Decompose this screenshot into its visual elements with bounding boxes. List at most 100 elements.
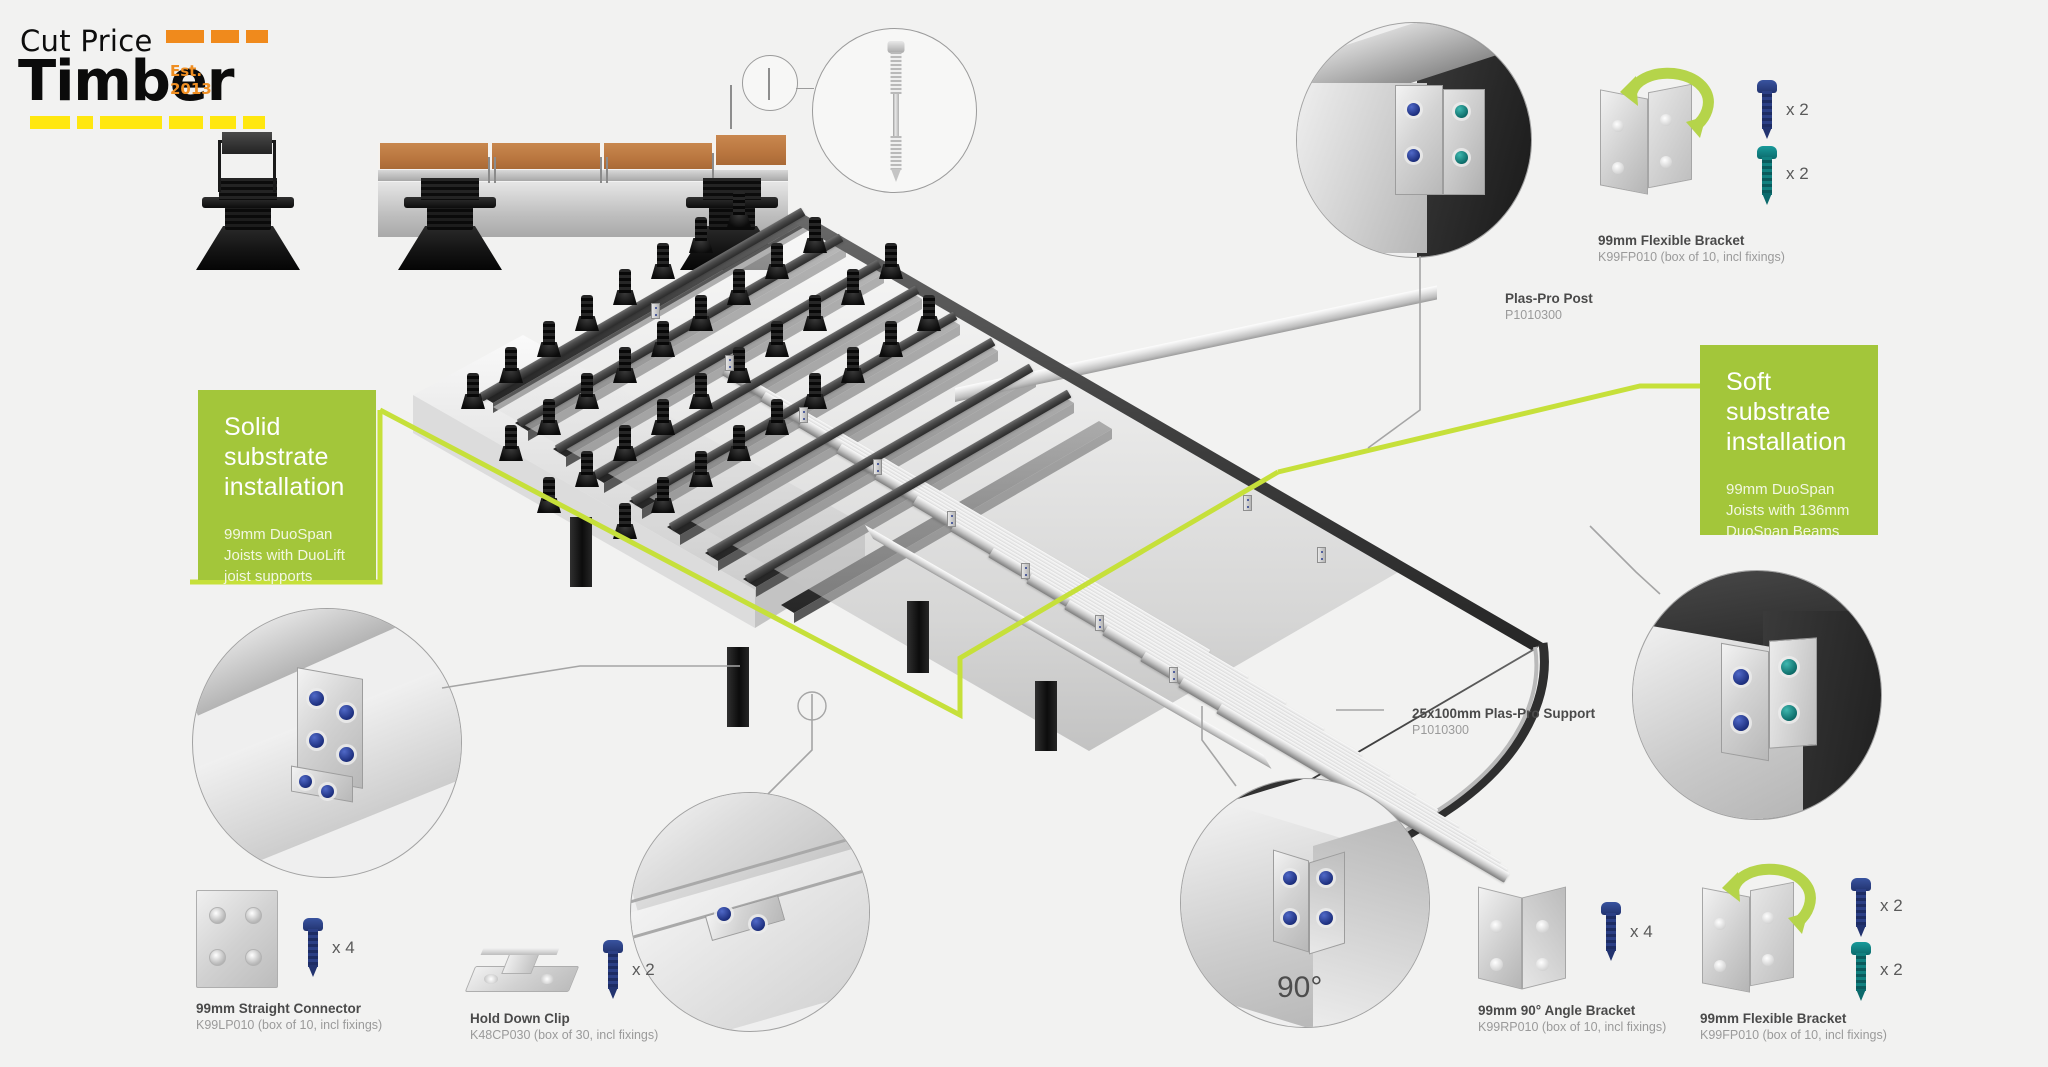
clip-screw-blue: [717, 907, 731, 921]
flex-screw-teal: [1781, 705, 1797, 721]
duolift-pedestal: [879, 321, 903, 357]
pedestal-head: [218, 178, 278, 200]
duolift-pedestal: [727, 425, 751, 461]
bracket-hole: [1762, 954, 1774, 966]
screw-shank: [892, 94, 899, 136]
product-name: 99mm 90° Angle Bracket: [1478, 1003, 1636, 1018]
qty-blue-screw: x 2: [632, 960, 655, 979]
duolift-pedestal: [613, 269, 637, 305]
product-code: K99RP010 (box of 10, incl fixings): [1478, 1020, 1667, 1034]
connector-hole: [245, 907, 262, 924]
duolift-pedestal: [613, 347, 637, 383]
logo-yellow-dashes: [30, 116, 265, 129]
duolift-pedestal: [651, 243, 675, 279]
angle-screw-blue: [1283, 911, 1297, 925]
screw-tip: [1856, 925, 1866, 937]
plas-pro-post-code: P1010300: [1505, 308, 1563, 322]
label-hold-down-clip: Hold Down Clip K48CP030 (box of 30, incl…: [470, 1010, 658, 1044]
screw-shaft: [1856, 889, 1866, 927]
angle-screw-blue: [1283, 871, 1297, 885]
bracket-hole: [1714, 918, 1726, 930]
angle-hole: [1536, 920, 1549, 933]
callout-angle-bracket-90: 90°: [1180, 778, 1430, 1028]
duolift-pedestal: [803, 373, 827, 409]
duolift-pedestal: [613, 425, 637, 461]
straight-connector-icon: [196, 890, 278, 988]
duolift-pedestal: [765, 399, 789, 435]
screw-shaft: [608, 951, 618, 989]
screw-tip: [1606, 949, 1616, 961]
flexible-bracket-icon: [1700, 872, 1810, 993]
qty-blue-screw: x 4: [332, 938, 355, 957]
flexible-left-leaf: [1721, 642, 1769, 762]
product-flexible-bracket-bottom: x 2 x 2 99mm Flexible Bracket K99FP010 (…: [1700, 850, 2020, 1042]
decking-board: [378, 143, 490, 169]
label-angle-bracket: 99mm 90° Angle Bracket K99RP010 (box of …: [1478, 1002, 1666, 1036]
screw-tip: [308, 965, 318, 977]
screw-head: [1851, 878, 1871, 891]
duolift-pedestal: [727, 269, 751, 305]
screw-shaft: [1856, 953, 1866, 991]
duolift-pedestal: [879, 243, 903, 279]
bracket-screw-blue: [1407, 103, 1420, 116]
flex-screw-blue: [1733, 715, 1749, 731]
screw-tip: [1762, 193, 1772, 205]
panel-soft-body: 99mm DuoSpan Joists with 136mm DuoSpan B…: [1726, 481, 1850, 540]
bracket-hole: [1612, 120, 1624, 132]
flexible-bracket-left-leaf: [1395, 85, 1443, 195]
product-code: K48CP030 (box of 30, incl fixings): [470, 1028, 659, 1042]
duolift-pedestal: [727, 191, 751, 227]
connector-screw-blue: [309, 733, 324, 748]
pedestal-detail-left: [196, 132, 300, 270]
callout-hold-down-clip: [630, 792, 870, 1032]
board-fixing: [494, 157, 496, 183]
clip-screw-blue: [751, 917, 765, 931]
callout-plas-pro-post: [1296, 22, 1532, 258]
plas-pro-support-leader: [1336, 709, 1384, 711]
decking-board: [602, 143, 714, 169]
screw-tip: [608, 987, 618, 999]
pedestal-base: [196, 226, 300, 270]
connector-screw-blue: [309, 691, 324, 706]
duolift-pedestal: [803, 217, 827, 253]
hold-down-clip-icon: [464, 948, 580, 996]
plas-pro-post: [1035, 681, 1057, 751]
label-plas-pro-support: 25x100mm Plas-Pro Support P1010300: [1412, 705, 1595, 739]
screw-leader-line: [796, 88, 814, 90]
qty-blue-screw: x 2: [1880, 896, 1903, 915]
label-plas-pro-post: Plas-Pro Post P1010300: [1505, 290, 1593, 324]
angle-bracket-right-leaf: [1309, 851, 1345, 955]
duolift-pedestal: [575, 295, 599, 331]
surface-screw: [730, 85, 732, 129]
panel-solid-substrate: Solid substrate installation 99mm DuoSpa…: [198, 390, 376, 585]
panel-solid-body: 99mm DuoSpan Joists with DuoLift joist s…: [224, 526, 345, 585]
qty-teal-screw: x 2: [1786, 164, 1809, 183]
duolift-pedestal: [689, 451, 713, 487]
product-name: 99mm Flexible Bracket: [1700, 1011, 1847, 1026]
duolift-pedestal: [499, 425, 523, 461]
angle-screw-blue: [1319, 871, 1333, 885]
callout-flexible-bracket-right: [1632, 570, 1882, 820]
angle-leaf-left: [1478, 886, 1522, 990]
bracket-hole: [1660, 114, 1672, 126]
screw-head: [887, 41, 904, 53]
duolift-pedestal: [765, 243, 789, 279]
panel-soft-substrate: Soft substrate installation 99mm DuoSpan…: [1700, 345, 1878, 540]
screw-tip: [890, 169, 901, 182]
duolift-pedestal: [575, 373, 599, 409]
duolift-pedestal: [499, 347, 523, 383]
duolift-pedestal: [727, 347, 751, 383]
duolift-pedestal: [651, 477, 675, 513]
bracket-screw-teal: [1455, 105, 1468, 118]
duolift-pedestal: [461, 373, 485, 409]
bracket-hole: [1612, 162, 1624, 174]
angle-bracket-leader: [1201, 706, 1237, 787]
duolift-pedestal: [537, 399, 561, 435]
bracket-screw-blue: [1407, 149, 1420, 162]
duolift-pedestal: [537, 477, 561, 513]
qty-blue-screw: x 2: [1786, 100, 1809, 119]
clip-screw-blue: [299, 775, 312, 788]
plas-pro-post-leader: [1367, 256, 1421, 449]
flexible-right-leaf: [1769, 637, 1817, 749]
duospan-joist-profile: [378, 169, 788, 181]
